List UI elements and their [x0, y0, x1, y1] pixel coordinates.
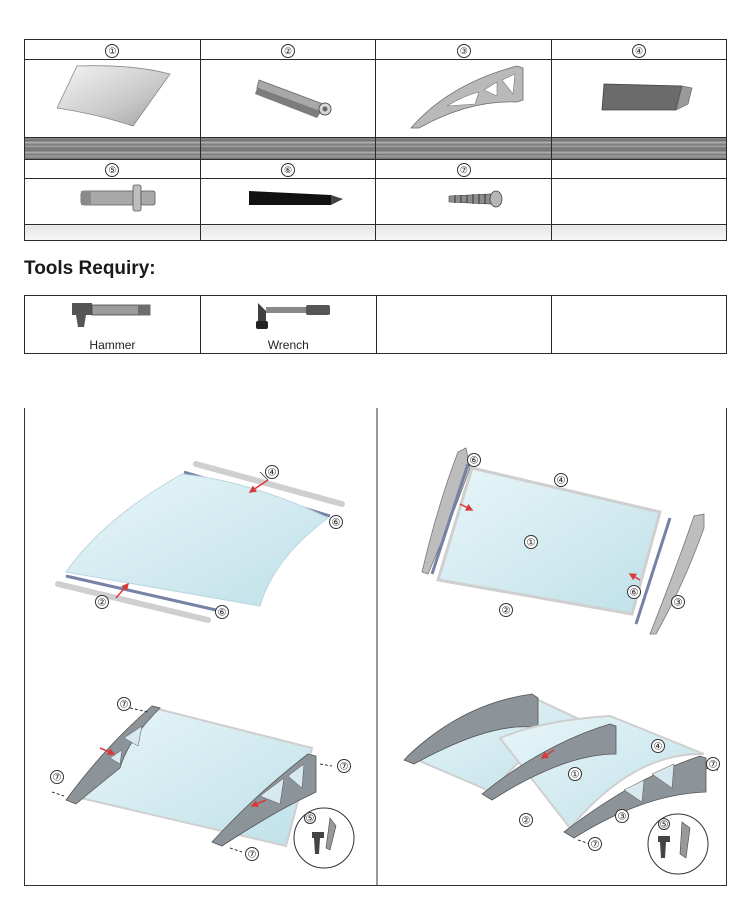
step-1-diagram: ④ ⑥ ② ⑥ — [55, 461, 345, 623]
step-2-diagram: ⑥ ④ ① ⑥ ② ③ — [421, 447, 705, 635]
tool-label-hammer: Hammer — [89, 338, 136, 352]
tool-cell: Wrench — [199, 295, 377, 354]
callout: ⑥ — [470, 456, 479, 467]
callout: ③ — [674, 598, 683, 609]
seal-strip-icon — [249, 191, 344, 205]
tool-cell: Hammer — [24, 295, 201, 354]
parts-number-row-2: ⑤ ⑥ ⑦ — [24, 159, 727, 179]
parts-number-row-1: ① ② ③ ④ — [24, 39, 727, 60]
callout: ② — [502, 606, 511, 617]
callout: ② — [522, 816, 531, 827]
polycarbonate-sheet-icon — [56, 65, 172, 127]
bracket-arm-icon — [409, 65, 524, 129]
step-4-diagram: ④ ⑦ ① ② ③ ⑦ ⑤ — [403, 693, 720, 875]
parts-image-row-1 — [24, 59, 727, 138]
parts-table: ① ② ③ ④ — [24, 39, 727, 241]
callout: ② — [98, 598, 107, 609]
callout: ④ — [654, 742, 663, 753]
part-number: ① — [105, 43, 120, 58]
callout: ⑥ — [332, 518, 341, 529]
callout: ⑦ — [340, 762, 349, 773]
callout: ⑦ — [248, 850, 257, 861]
callout: ④ — [268, 468, 277, 479]
wall-anchor-icon — [80, 184, 156, 212]
callout: ⑦ — [709, 760, 718, 771]
tools-table: Hammer Wrench — [24, 295, 727, 354]
callout: ⑦ — [591, 840, 600, 851]
callout: ① — [527, 538, 536, 549]
part-number: ⑦ — [456, 163, 471, 177]
callout: ⑦ — [120, 700, 129, 711]
light-band — [24, 224, 727, 241]
callout: ⑥ — [218, 608, 227, 619]
tools-title: Tools Requiry: — [24, 258, 156, 279]
callout: ⑤ — [306, 814, 315, 825]
tool-label-wrench: Wrench — [267, 338, 309, 352]
stripe-band — [24, 137, 727, 160]
callout: ⑦ — [53, 773, 62, 784]
callout: ⑤ — [660, 820, 669, 831]
callout: ⑥ — [630, 588, 639, 599]
parts-image-row-2 — [24, 178, 727, 225]
part-number: ⑥ — [281, 163, 296, 177]
part-number: ② — [281, 43, 296, 58]
assembly-steps: ④ ⑥ ② ⑥ ⑥ ④ ① ⑥ ② ③ — [24, 408, 727, 886]
callout: ④ — [557, 476, 566, 487]
callout: ③ — [618, 812, 627, 823]
step-3-diagram: ⑦ ⑦ ⑦ ⑦ ⑤ — [50, 697, 355, 869]
part-number: ③ — [456, 43, 471, 58]
screw-icon — [448, 190, 503, 208]
callout: ① — [571, 770, 580, 781]
front-rail-icon — [255, 79, 332, 118]
detail-inset — [647, 813, 709, 875]
hammer-icon — [72, 303, 151, 327]
wall-rail-icon — [601, 83, 693, 111]
wrench-icon — [256, 303, 331, 329]
part-number: ⑤ — [105, 163, 120, 177]
part-number: ④ — [632, 43, 647, 58]
